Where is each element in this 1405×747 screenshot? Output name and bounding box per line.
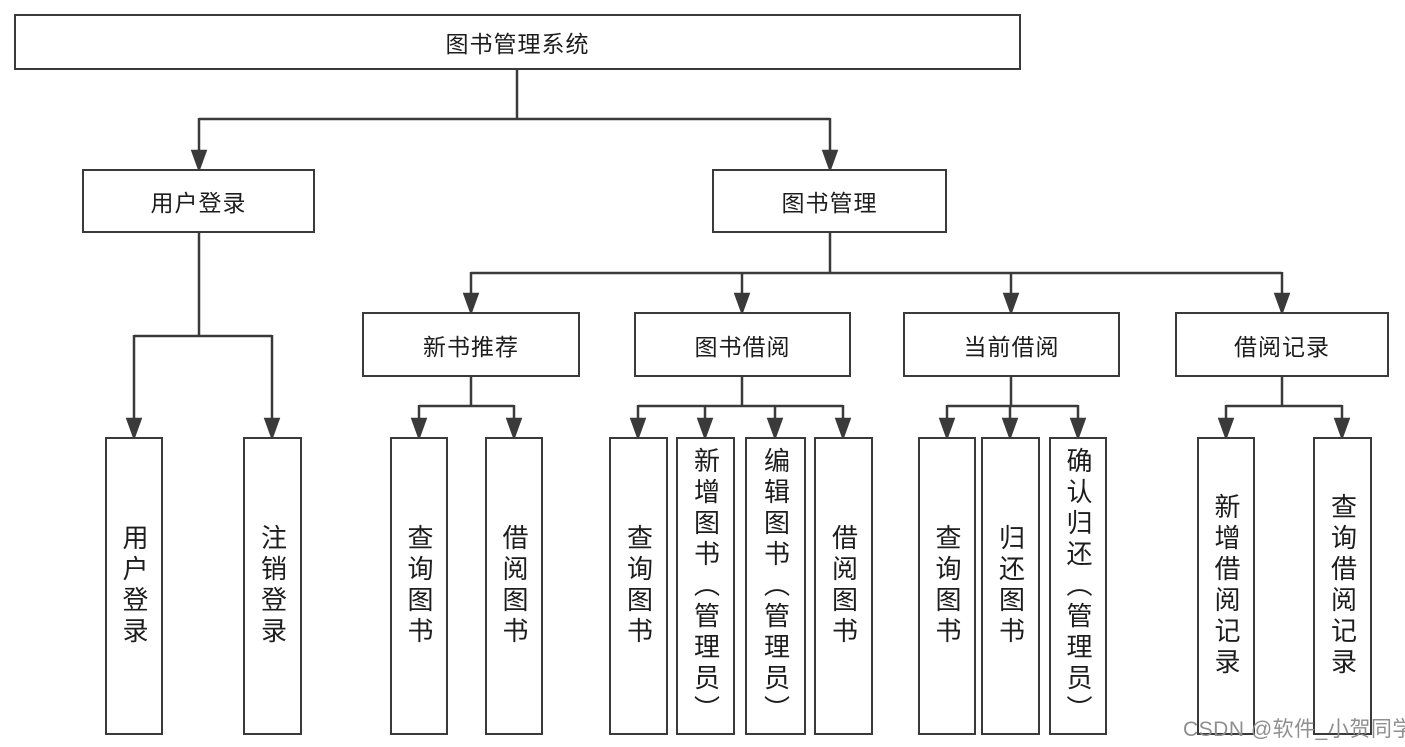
connector-book-mgmt-to-level3 [462,233,1291,316]
connector-user-login-to-leaves [125,233,281,441]
node-current-borrowing: 当前借阅 [903,312,1120,377]
node-book-borrowing: 图书借阅 [634,312,851,377]
leaf-logout: 注销登录 [243,437,302,735]
node-root-system: 图书管理系统 [14,14,1021,70]
connector-root-to-level2 [190,70,839,173]
leaf-current-query-books: 查询图书 [918,437,976,735]
connector-current-borrow-to-leaves [938,377,1087,441]
connector-borrow-records-to-leaves [1217,377,1351,441]
csdn-watermark: CSDN @软件_小贺同学 [1183,718,1405,741]
leaf-borrowing-edit-books-admin: 编辑图书（管理员） [745,437,806,735]
leaf-borrowing-add-books-admin: 新增图书（管理员） [676,437,735,735]
connector-book-borrow-to-leaves [629,377,852,441]
leaf-current-return-books: 归还图书 [981,437,1040,735]
leaf-user-login: 用户登录 [105,437,163,735]
node-new-book-recommend: 新书推荐 [362,312,580,377]
leaf-borrowing-borrow-books: 借阅图书 [814,437,873,735]
node-borrowing-records: 借阅记录 [1175,312,1389,377]
leaf-recommend-query-books: 查询图书 [390,437,448,735]
leaf-borrowing-query-books: 查询图书 [609,437,668,735]
leaf-records-add-record: 新增借阅记录 [1197,437,1255,735]
leaf-current-confirm-return-admin: 确认归还（管理员） [1049,437,1107,735]
connector-new-book-rec-to-leaves [410,377,523,441]
leaf-records-query-record: 查询借阅记录 [1313,437,1372,735]
node-user-login: 用户登录 [82,169,315,233]
leaf-recommend-borrow-books: 借阅图书 [485,437,543,735]
node-book-management: 图书管理 [712,169,947,233]
